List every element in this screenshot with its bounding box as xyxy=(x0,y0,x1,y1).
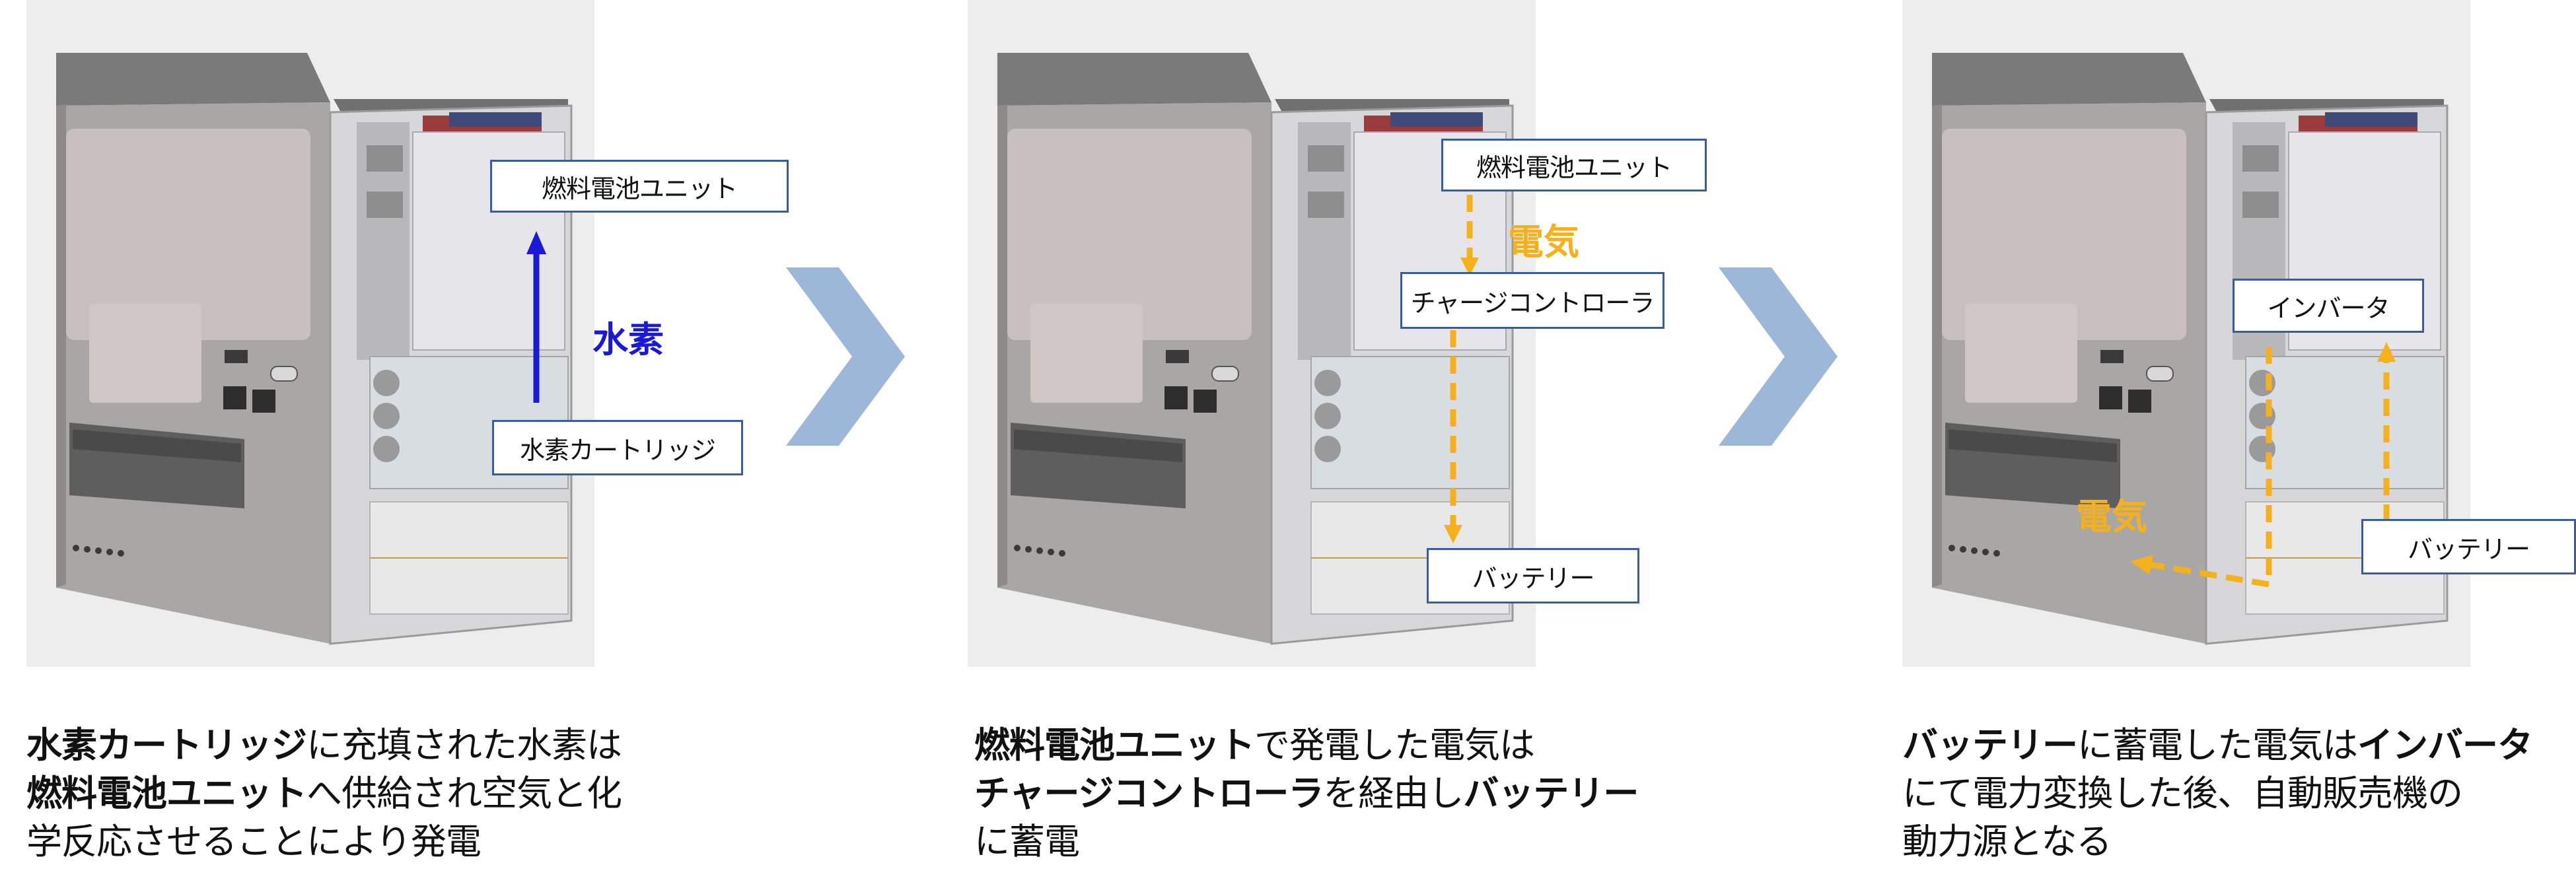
callout-hydrogen-cartridge: 水素カートリッジ xyxy=(492,420,743,475)
vending-machine-illustration xyxy=(26,0,594,667)
caption-line: 動力源となる xyxy=(1902,821,2112,862)
caption-line: 水素カートリッジに充填された水素は xyxy=(26,724,622,766)
vending-machine-illustration xyxy=(968,0,1536,667)
callout-charge-controller: チャージコントローラ xyxy=(1400,272,1664,329)
caption-line: に蓄電 xyxy=(974,821,1080,862)
callout-inverter: インバータ xyxy=(2233,279,2424,333)
caption-line: にて電力変換した後、自動販売機の xyxy=(1902,773,2463,814)
caption-line: 燃料電池ユニットへ供給され空気と化 xyxy=(26,773,622,814)
caption-line: 燃料電池ユニットで発電した電気は xyxy=(974,724,1535,766)
step-2-caption: 燃料電池ユニットで発電した電気は チャージコントローラを経由しバッテリー に蓄電 xyxy=(974,721,1639,866)
electricity-flow-label: 電気 xyxy=(2076,496,2147,537)
step-1-panel: 燃料電池ユニット 水素カートリッジ 水素 水素カートリッジに充填された水素は 燃… xyxy=(26,0,789,896)
electricity-flow-label: 電気 xyxy=(1508,221,1579,263)
callout-battery: バッテリー xyxy=(1427,548,1639,603)
step-3-caption: バッテリーに蓄電した電気はインバータ にて電力変換した後、自動販売機の 動力源と… xyxy=(1902,721,2533,866)
callout-fuel-cell-unit: 燃料電池ユニット xyxy=(490,160,789,213)
callout-fuel-cell-unit: 燃料電池ユニット xyxy=(1441,139,1707,191)
caption-line: 学反応させることにより発電 xyxy=(26,821,482,862)
next-step-chevron xyxy=(786,267,905,446)
step-2-panel: 燃料電池ユニット チャージコントローラ バッテリー 電気 燃料電池ユニットで発電… xyxy=(968,0,1707,896)
hydrogen-flow-label: 水素 xyxy=(592,319,664,361)
step-1-caption: 水素カートリッジに充填された水素は 燃料電池ユニットへ供給され空気と化 学反応さ… xyxy=(26,721,622,866)
caption-line: バッテリーに蓄電した電気はインバータ xyxy=(1902,724,2533,766)
step-3-panel: インバータ バッテリー 電気 バッテリーに蓄電した電気はインバータ にて電力変換… xyxy=(1902,0,2576,896)
next-step-chevron xyxy=(1719,267,1838,446)
callout-battery: バッテリー xyxy=(2361,519,2576,574)
caption-line: チャージコントローラを経由しバッテリー xyxy=(974,773,1639,814)
